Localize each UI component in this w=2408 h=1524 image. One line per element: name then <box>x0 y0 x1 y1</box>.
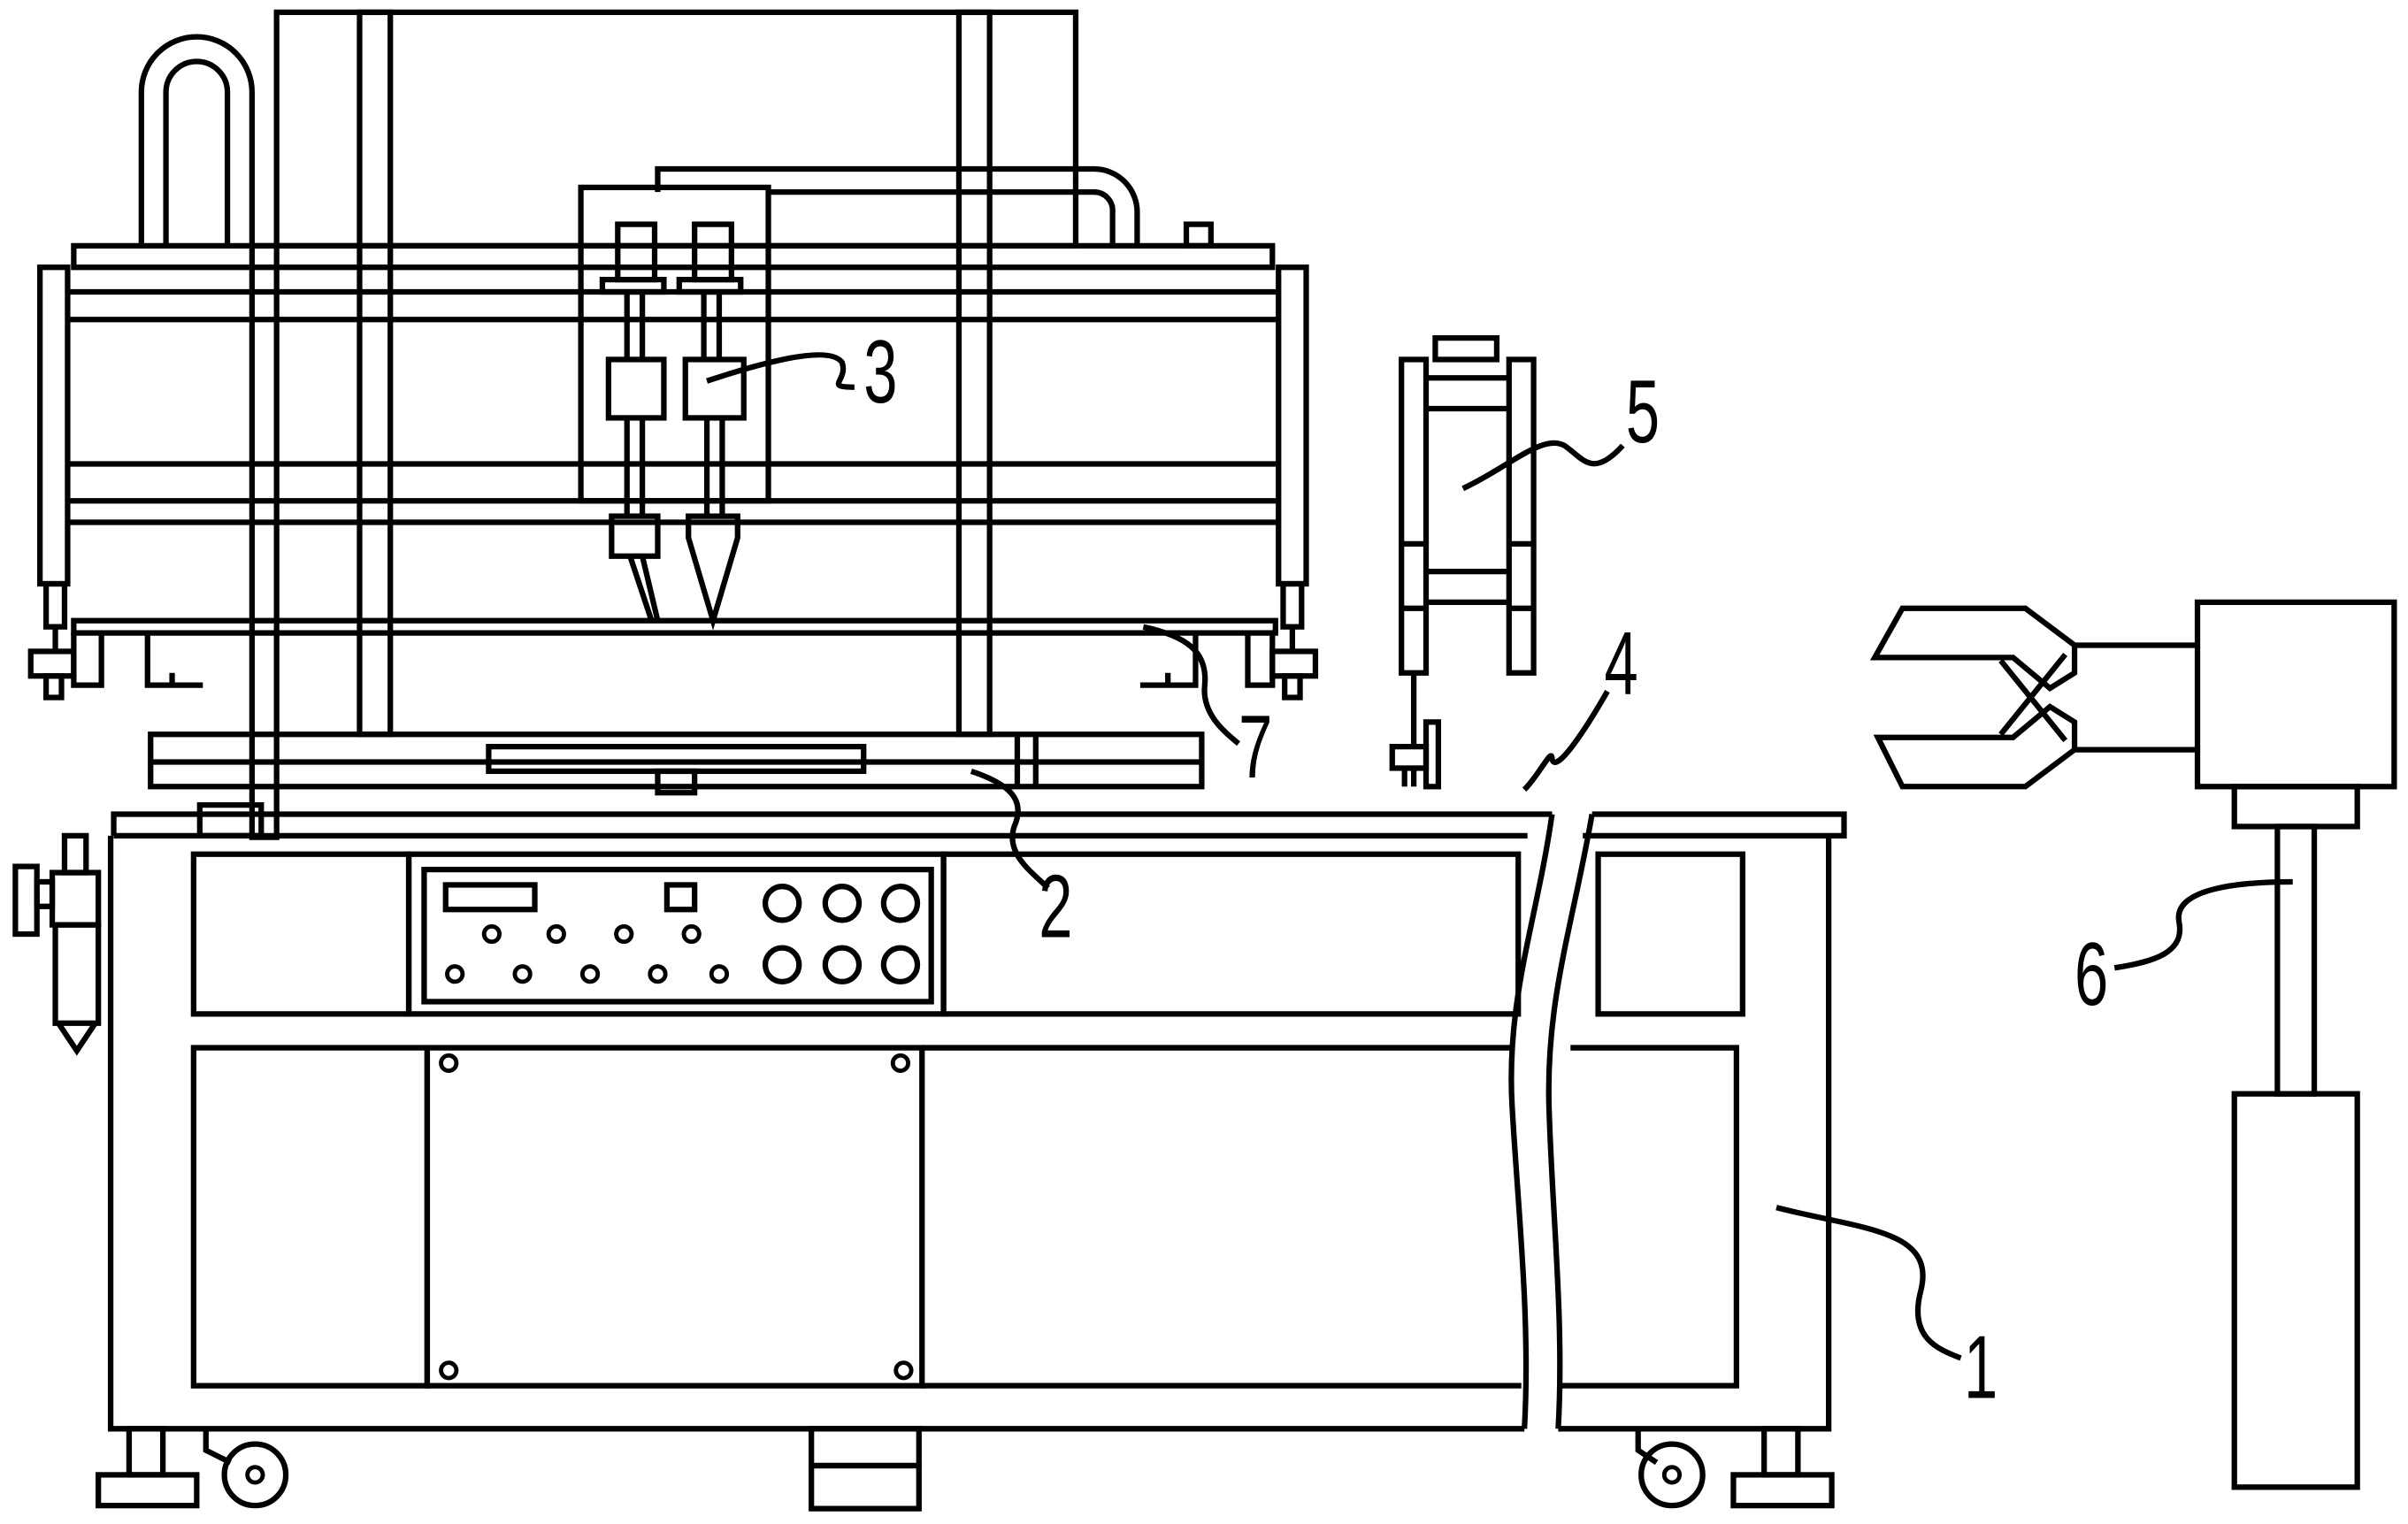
print-head <box>581 188 769 621</box>
callout-4: 4 <box>1605 615 1638 714</box>
gantry-beam <box>31 246 1315 698</box>
break-lines <box>1511 815 1591 1429</box>
callout-7: 7 <box>1239 698 1272 797</box>
upper-frame <box>142 12 1211 838</box>
callout-6: 6 <box>2074 925 2108 1024</box>
air-filter <box>15 836 98 1051</box>
machine-base <box>111 815 1844 1429</box>
bracket <box>1392 338 1534 786</box>
callout-5: 5 <box>1626 363 1660 462</box>
callout-2: 2 <box>1039 858 1072 957</box>
callout-1: 1 <box>1964 1319 1998 1418</box>
control-panel <box>409 854 944 1015</box>
callout-3: 3 <box>863 323 897 422</box>
worktable <box>150 734 1201 836</box>
feet-and-casters <box>98 1428 1831 1508</box>
callout-labels: 1 2 3 4 5 6 7 <box>863 323 2108 1418</box>
